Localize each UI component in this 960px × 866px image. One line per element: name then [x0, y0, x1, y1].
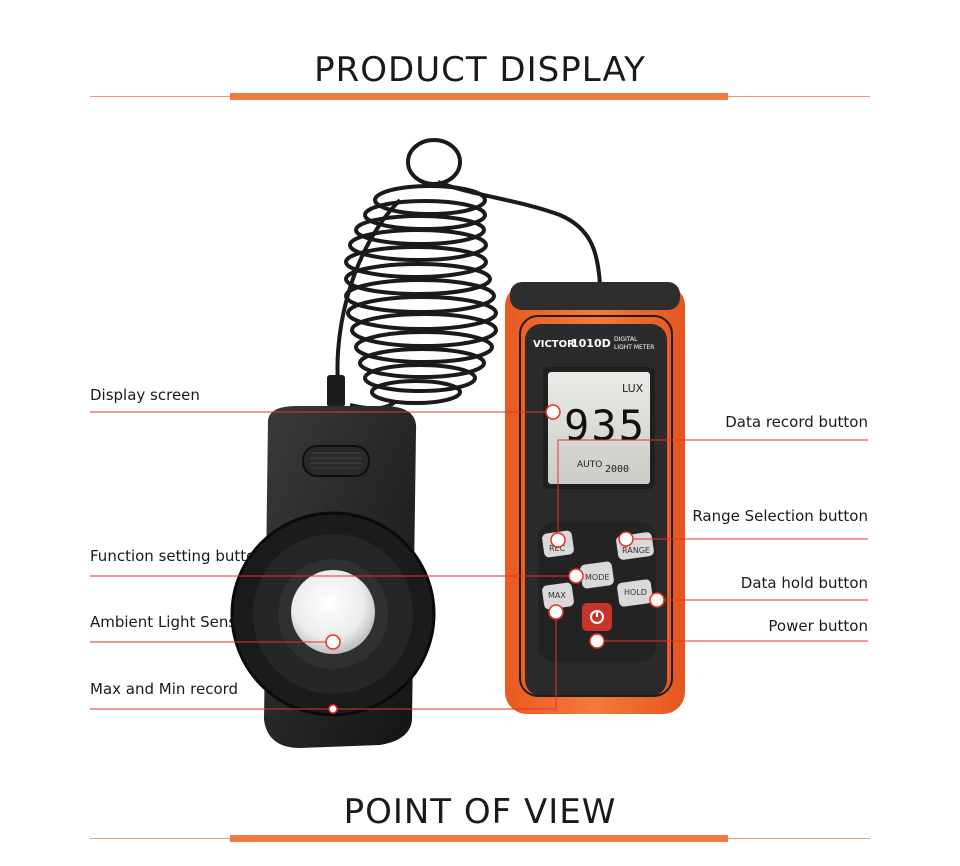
meter-body [505, 282, 685, 714]
callout-data-record-button: Data record button [725, 413, 868, 431]
hold-button-label: HOLD [624, 588, 647, 597]
callout-function-setting-button: Function setting button [90, 547, 265, 565]
type-label-line1: DIGITAL [614, 336, 638, 343]
brand-label: VICTOR [533, 339, 575, 350]
leader-lines [90, 411, 868, 710]
sensor-head [230, 405, 436, 748]
section-title: POINT OF VIEW [343, 792, 617, 832]
leader-dots [325, 404, 665, 714]
rec-button-label: REC [549, 544, 566, 553]
lcd-unit: LUX [622, 382, 644, 395]
max-button-label: MAX [548, 591, 566, 600]
callout-data-hold-button: Data hold button [740, 574, 868, 592]
cable-plug [327, 375, 345, 407]
page-title: PRODUCT DISPLAY [314, 50, 646, 90]
lcd-mode: AUTO [577, 460, 602, 470]
callout-range-selection-button: Range Selection button [692, 507, 868, 525]
callout-power-button: Power button [768, 617, 868, 635]
section-accent-bar [230, 835, 728, 842]
callout-ambient-light-sensor: Ambient Light Sensor [90, 613, 252, 631]
mode-button-label: MODE [585, 573, 609, 582]
lcd-reading: 935 [564, 401, 644, 450]
callout-display-screen: Display screen [90, 386, 200, 404]
model-label: 1010D [571, 337, 611, 350]
title-accent-bar [230, 93, 728, 100]
coiled-cable [335, 138, 602, 411]
lcd-range: 2000 [605, 464, 629, 475]
callout-max-min-record: Max and Min record [90, 680, 239, 698]
range-button-label: RANGE [622, 546, 650, 555]
type-label-line2: LIGHT METER [614, 344, 654, 351]
